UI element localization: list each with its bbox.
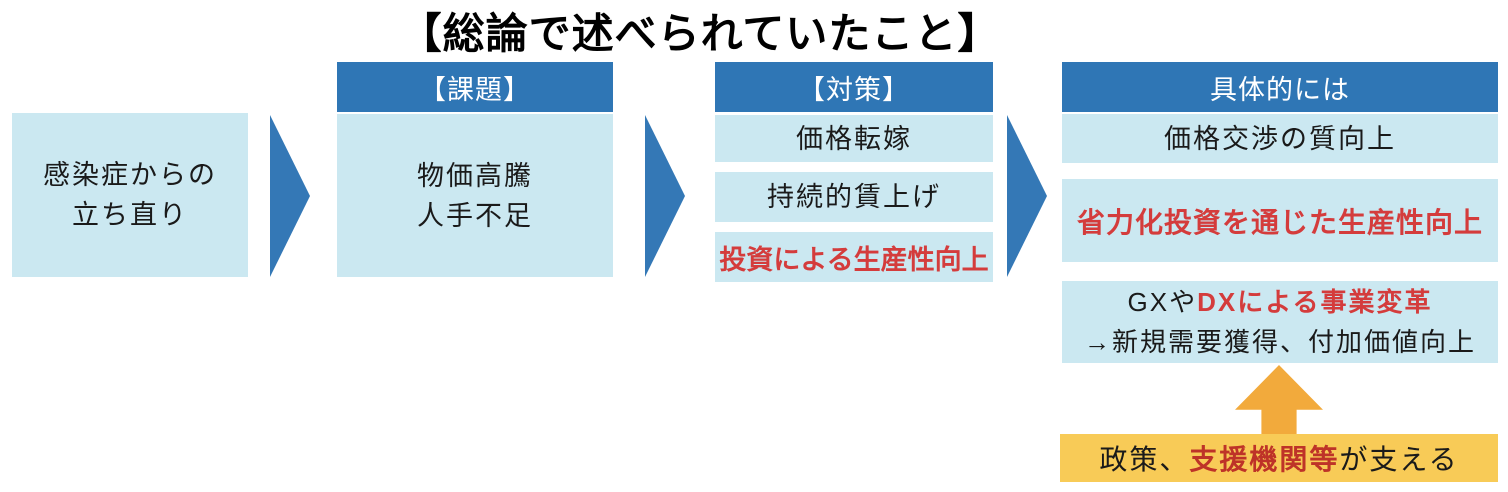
right-arrow-icon (645, 115, 685, 277)
recovery-line-1: 感染症からの (43, 160, 217, 190)
right-arrow-icon (270, 115, 310, 277)
support-highlight: 支援機関等 (1189, 444, 1340, 475)
measures-header: 【対策】 (715, 62, 993, 112)
measure-item-sustained-wage-raise: 持続的賃上げ (715, 172, 993, 222)
issues-box: 物価高騰 人手不足 (337, 114, 613, 277)
recovery-line-2: 立ち直り (72, 200, 188, 230)
support-prefix: 政策、 (1099, 444, 1190, 475)
up-arrow-icon (1235, 365, 1323, 435)
detail-item-labor-saving-investment: 省力化投資を通じた生産性向上 (1062, 179, 1498, 262)
detail-item-negotiation-quality: 価格交渉の質向上 (1062, 114, 1498, 163)
gx-dx-line-2: →新規需要獲得、付加価値向上 (1083, 327, 1476, 357)
support-suffix: が支える (1339, 444, 1459, 475)
diagram-title: 【総論で述べられていたこと】 (399, 9, 1001, 57)
measure-item-investment-productivity: 投資による生産性向上 (715, 232, 993, 282)
issues-line-1: 物価高騰 (417, 160, 533, 191)
measure-item-price-passthrough: 価格転嫁 (715, 115, 993, 162)
right-arrow-icon (1007, 115, 1047, 277)
issues-line-2: 人手不足 (417, 200, 533, 231)
recovery-box: 感染症からの 立ち直り (12, 113, 248, 277)
issues-header: 【課題】 (337, 62, 613, 112)
gx-prefix: GXや (1127, 287, 1198, 317)
dx-highlight: DXによる事業変革 (1197, 287, 1433, 317)
detail-item-gx-dx: GXやDXによる事業変革 →新規需要獲得、付加価値向上 (1062, 281, 1498, 363)
gx-dx-line-1: GXやDXによる事業変革 (1128, 282, 1433, 322)
details-header: 具体的には (1062, 62, 1498, 112)
support-box: 政策、支援機関等が支える (1060, 434, 1498, 482)
